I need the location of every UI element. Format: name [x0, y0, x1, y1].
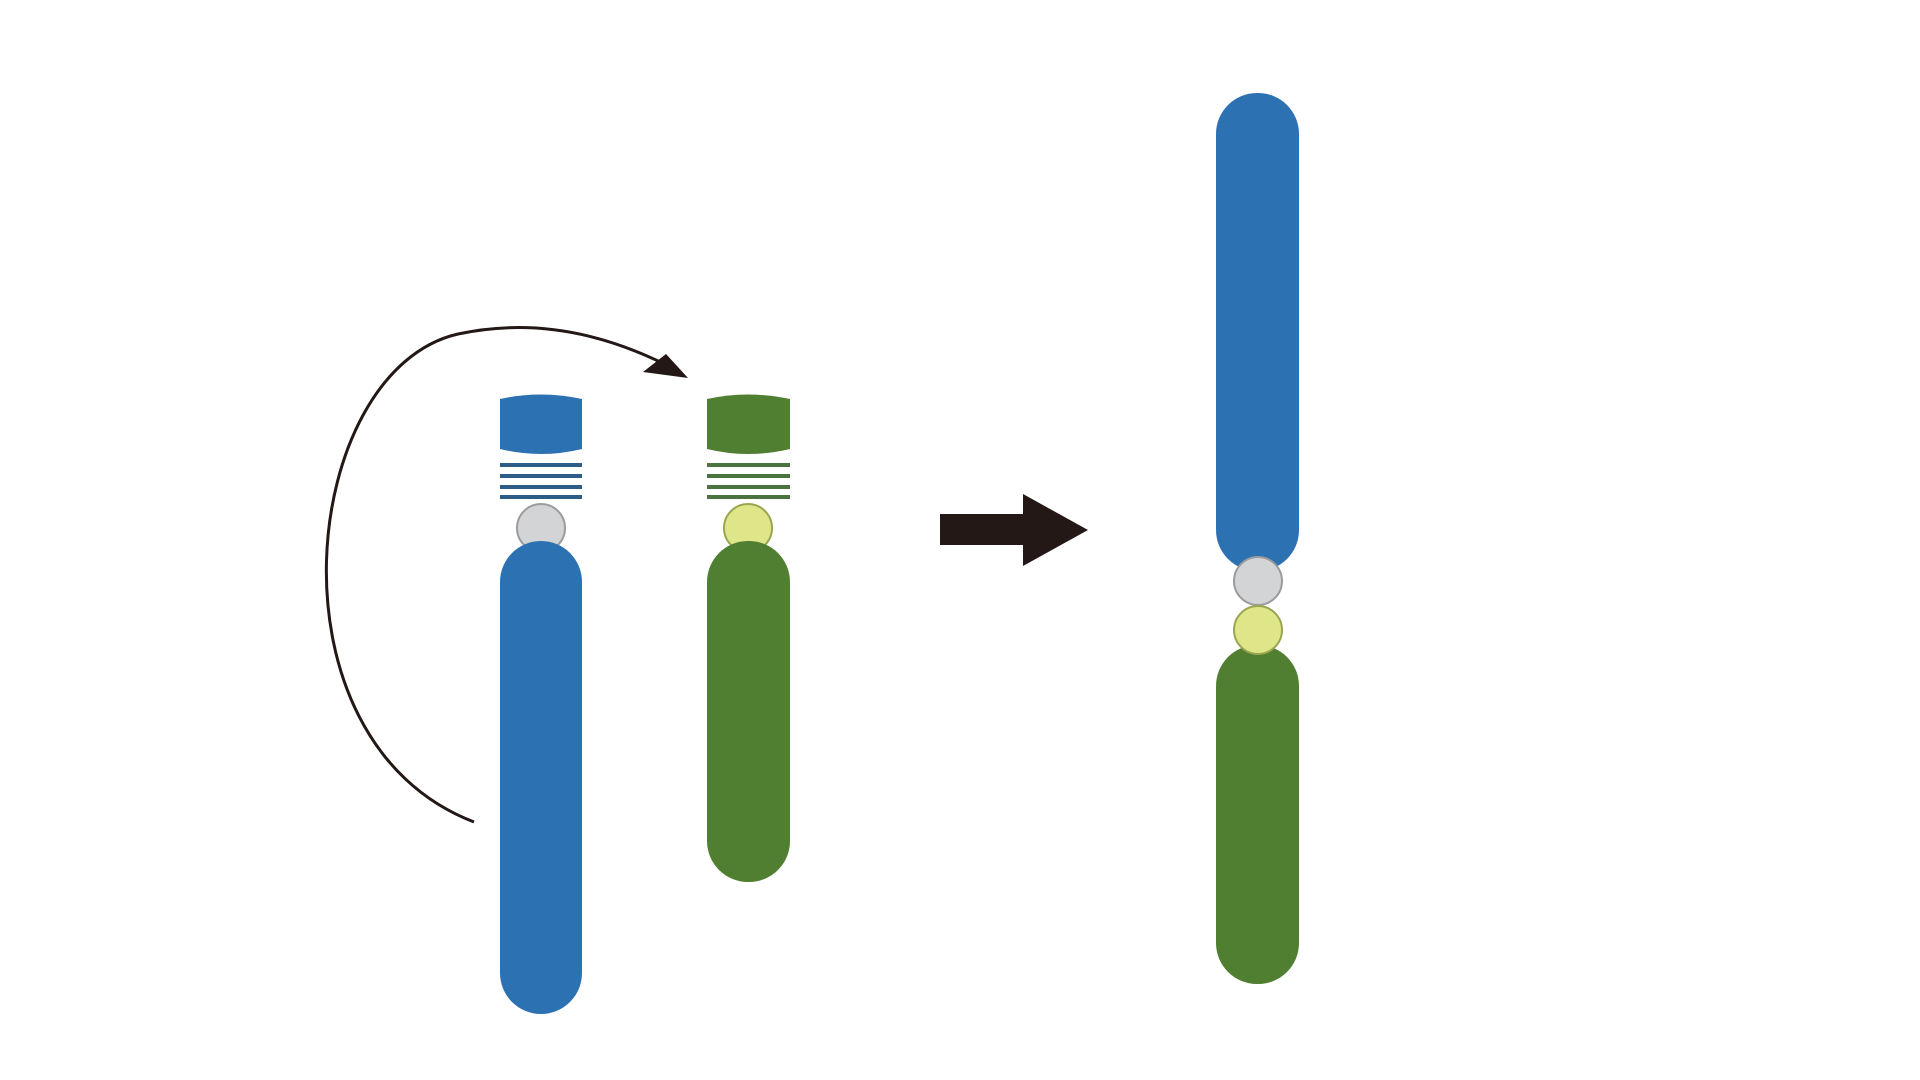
chromosome-b-stalk-band [707, 485, 790, 489]
fused-chromosome-centromere-b [1233, 605, 1283, 655]
chromosome-a-satellite-stalk [500, 463, 582, 499]
chromosome-b-long-arm [707, 541, 790, 882]
chromosome-b [707, 394, 790, 882]
chromosome-b-stalk-band [707, 495, 790, 499]
curved-arrow-line [325, 326, 676, 824]
right-arrow-icon [940, 494, 1088, 566]
chromosome-a-long-arm [500, 541, 582, 1014]
chromosome-a-stalk-band [500, 463, 582, 467]
fused-chromosome [1216, 93, 1299, 984]
fused-chromosome-bottom-arm [1216, 645, 1299, 984]
chromosome-a-stalk-band [500, 495, 582, 499]
chromosome-b-stalk-band [707, 474, 790, 478]
curved-transfer-arrow [325, 326, 688, 824]
chromosome-a-stalk-band [500, 474, 582, 478]
transition-arrow [940, 494, 1088, 566]
chromosome-a-stalk-band [500, 485, 582, 489]
chromosome-b-short-arm [707, 394, 790, 454]
chromosome-a [500, 394, 582, 1014]
chromosome-b-satellite-stalk [707, 463, 790, 499]
chromosome-a-short-arm [500, 394, 582, 454]
fused-chromosome-centromere-a [1233, 556, 1283, 606]
chromosome-b-stalk-band [707, 463, 790, 467]
curved-arrow-head [643, 354, 688, 378]
fused-chromosome-top-arm [1216, 93, 1299, 571]
